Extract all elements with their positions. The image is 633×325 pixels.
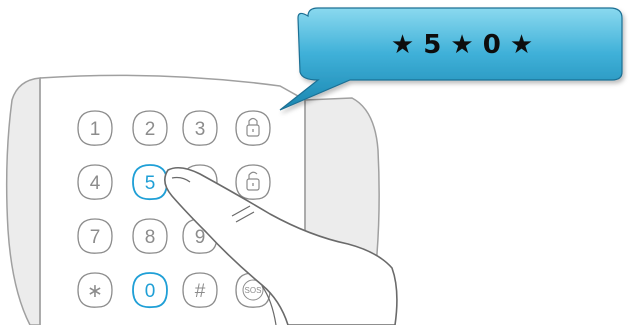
key-label: 3 [195,119,206,140]
key-label: 4 [90,173,101,194]
keypad-key-5[interactable]: 5 [133,165,167,199]
key-label: SOS [245,286,262,295]
keypad-lock-key[interactable] [236,111,270,145]
keypad-key-7[interactable]: 7 [78,219,112,253]
callout-bubble: ★ 5 ★ 0 ★ [280,8,622,110]
keypad-key-8[interactable]: 8 [133,219,167,253]
key-label: 5 [145,173,156,194]
key-shape [236,165,270,199]
key-label: 2 [145,119,156,140]
key-label: 1 [90,119,101,140]
key-label: 7 [90,227,101,248]
device-left-panel [7,78,40,325]
keypad-key-0[interactable]: 0 [133,273,167,307]
keypad-key-4[interactable]: 4 [78,165,112,199]
keypad-key-hash[interactable]: # [183,273,217,307]
key-label: # [195,281,206,302]
keypad-key-1[interactable]: 1 [78,111,112,145]
keypad-key-star[interactable]: ∗ [78,273,112,307]
callout-text: ★ 5 ★ 0 ★ [391,30,533,60]
keypad-key-3[interactable]: 3 [183,111,217,145]
keypad-unlock-key[interactable] [236,165,270,199]
key-shape [236,111,270,145]
key-label: 0 [145,281,156,302]
keypad-key-2[interactable]: 2 [133,111,167,145]
key-label: 8 [145,227,156,248]
key-label: ∗ [87,281,103,302]
